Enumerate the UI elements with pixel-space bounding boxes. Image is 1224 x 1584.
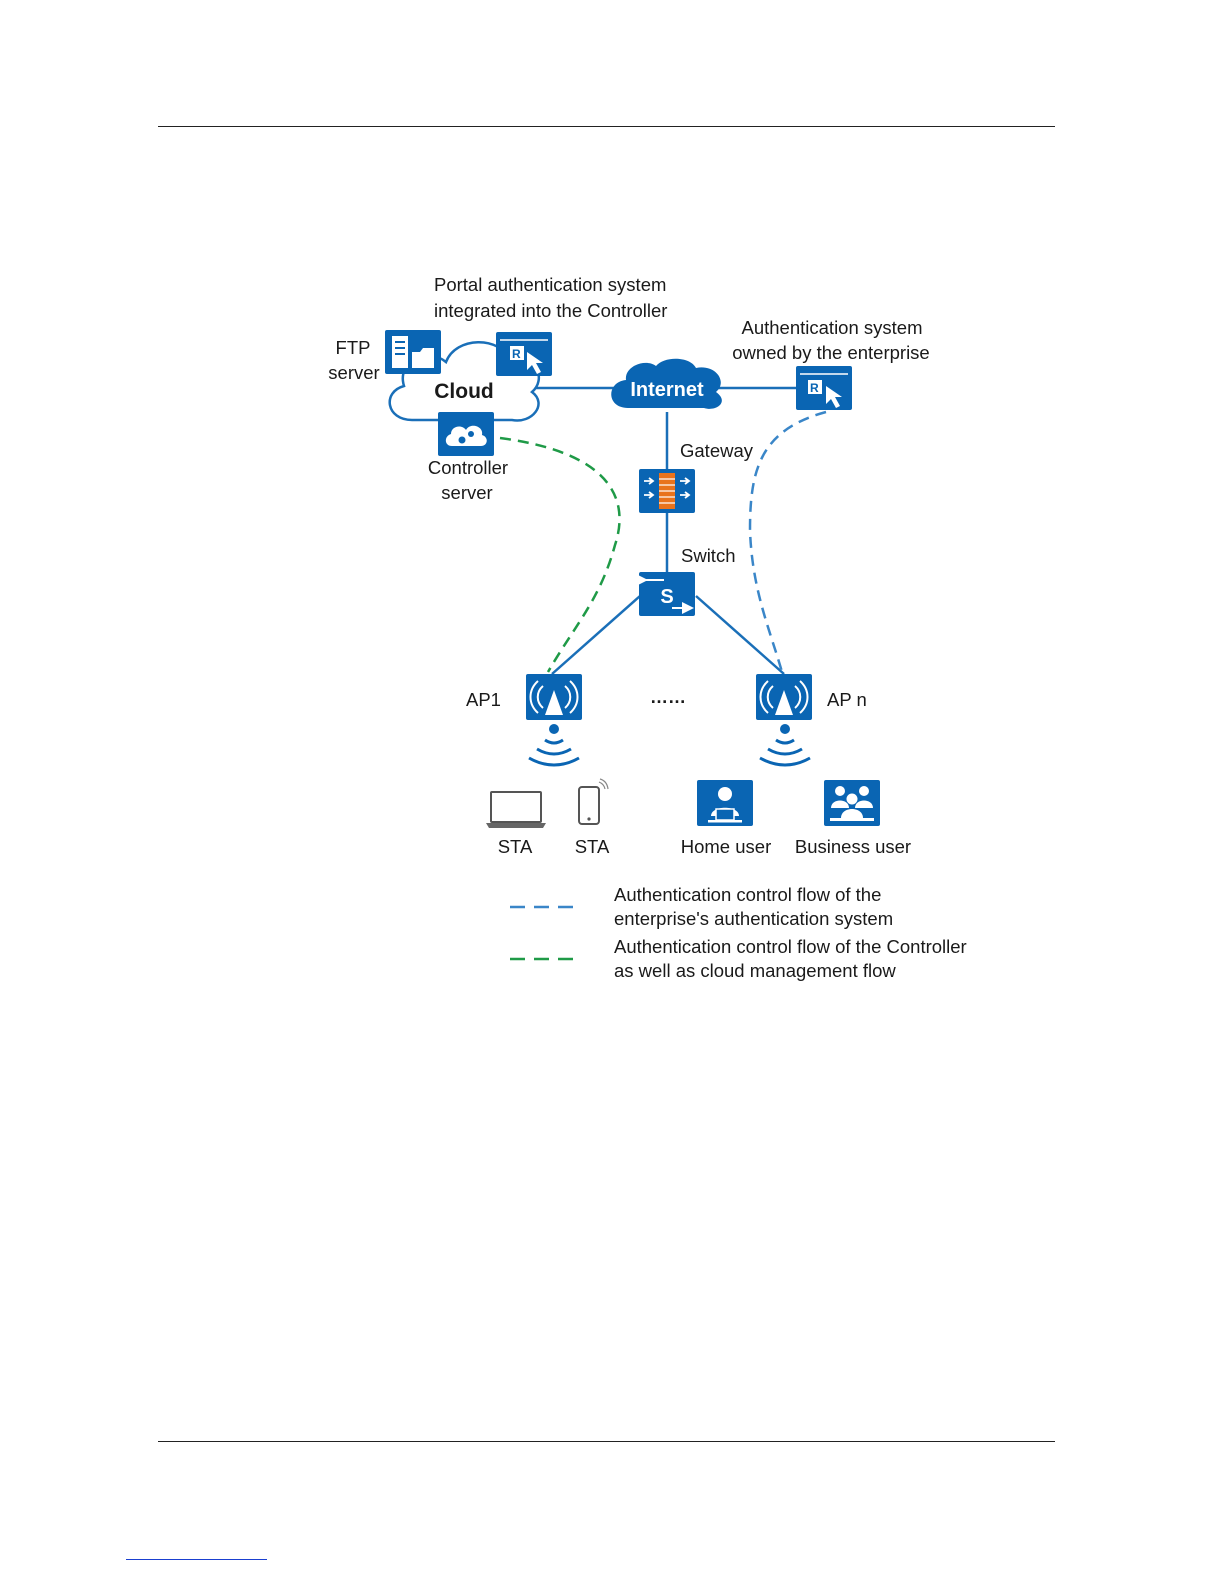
cloud-label: Cloud — [434, 380, 493, 403]
controller-label-line2: server — [441, 482, 492, 503]
gateway-label: Gateway — [680, 440, 754, 461]
wifi-signal-icon — [528, 724, 580, 767]
footer-rule — [158, 1441, 1055, 1442]
svg-text:R: R — [512, 347, 521, 361]
controller-server-icon — [438, 412, 494, 456]
ap1-label: AP1 — [466, 689, 501, 710]
connection-lines — [536, 386, 796, 675]
legend-green-line1: Authentication control flow of the Contr… — [614, 936, 967, 957]
internet-label: Internet — [630, 379, 704, 401]
internet-icon — [611, 358, 722, 409]
footer-link-underline — [126, 1559, 267, 1560]
ap-ellipsis: …… — [650, 687, 686, 707]
enterprise-flow-blue — [748, 410, 827, 673]
portal-system-icon: R — [496, 332, 552, 376]
legend-blue-line2: enterprise's authentication system — [614, 908, 893, 929]
ftp-label-line1: FTP — [336, 337, 371, 358]
ftp-label-line2: server — [328, 362, 379, 383]
ftp-server-icon — [385, 330, 441, 374]
portal-label-line2: integrated into the Controller — [434, 300, 667, 321]
laptop-icon — [486, 791, 546, 828]
wifi-signal-icon — [759, 724, 811, 767]
home-user-label: Home user — [681, 836, 771, 857]
svg-text:R: R — [810, 381, 819, 395]
controller-flow-green — [499, 436, 621, 673]
business-user-label: Business user — [795, 836, 911, 857]
auth-label-line2: owned by the enterprise — [732, 342, 929, 363]
sta1-label: STA — [498, 836, 533, 857]
ap-icon — [756, 674, 812, 720]
header-rule — [158, 126, 1055, 127]
legend-green-line2: as well as cloud management flow — [614, 960, 896, 981]
auth-label-line1: Authentication system — [742, 317, 923, 338]
portal-label-line1: Portal authentication system — [434, 274, 666, 295]
link-switch-ap1 — [551, 595, 641, 675]
controller-label-line1: Controller — [428, 457, 508, 478]
link-switch-apn — [695, 595, 785, 675]
legend-blue-line1: Authentication control flow of the — [614, 884, 881, 905]
switch-glyph: S — [660, 586, 673, 608]
home-user-icon — [697, 780, 753, 826]
ap-icon — [526, 674, 582, 720]
business-user-icon — [824, 780, 880, 826]
enterprise-auth-icon: R — [796, 366, 852, 410]
phone-icon — [578, 778, 609, 825]
switch-icon: S — [636, 572, 695, 616]
switch-label: Switch — [681, 545, 736, 566]
legend: Authentication control flow of the enter… — [510, 884, 967, 981]
gateway-firewall-icon — [639, 469, 695, 513]
sta2-label: STA — [575, 836, 610, 857]
apn-label: AP n — [827, 689, 867, 710]
